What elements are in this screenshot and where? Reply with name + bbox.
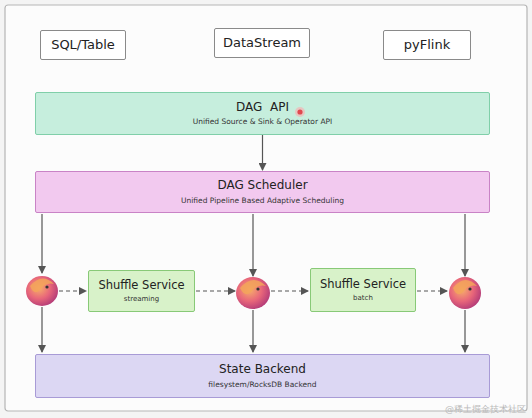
- api-box: SQL/Table: [40, 30, 126, 60]
- scheduler-to-task-arrow: [464, 214, 465, 276]
- service-box: Shuffle Service streaming: [88, 270, 195, 312]
- node-title: DAG API: [236, 101, 289, 115]
- node-subtitle: streaming: [124, 295, 159, 303]
- flow-arrow: [262, 135, 263, 170]
- shuffle-arrow: [59, 290, 86, 291]
- api-box: DataStream: [214, 28, 310, 58]
- node-title: DataStream: [223, 36, 301, 51]
- node-title: Shuffle Service: [98, 279, 184, 292]
- node-title: DAG Scheduler: [217, 179, 307, 193]
- watermark: @稀土掘金技术社区: [445, 403, 526, 416]
- layer-band: DAG SchedulerUnified Pipeline Based Adap…: [35, 171, 490, 213]
- task-to-state-arrow: [464, 310, 465, 352]
- node-title: pyFlink: [404, 38, 450, 53]
- layer-band: State Backend filesystem/RocksDB Backend: [35, 354, 490, 398]
- flink-squirrel-logo: [236, 277, 270, 309]
- cursor-dot: [295, 107, 305, 117]
- node-title: Shuffle Service: [320, 278, 406, 291]
- flink-squirrel-logo: [449, 277, 481, 309]
- layout-arrows: [42, 214, 465, 352]
- node-subtitle: batch: [353, 294, 373, 302]
- layer-band: DAG API Unified Source & Sink & Operator …: [35, 92, 490, 135]
- shuffle-arrow: [196, 290, 235, 291]
- flink-squirrel-logo: [26, 276, 58, 306]
- task-to-state-arrow: [41, 307, 42, 352]
- task-to-state-arrow: [252, 310, 253, 352]
- scheduler-to-task-arrow: [41, 214, 42, 273]
- shuffle-arrow: [417, 290, 447, 291]
- node-subtitle: Unified Source & Sink & Operator API: [193, 117, 333, 126]
- node-subtitle: Unified Pipeline Based Adaptive Scheduli…: [181, 196, 344, 205]
- service-box: Shuffle Service batch: [310, 268, 416, 312]
- node-subtitle: filesystem/RocksDB Backend: [208, 380, 316, 389]
- scheduler-to-task-arrow: [252, 214, 253, 276]
- node-title: State Backend: [219, 363, 306, 377]
- api-box: pyFlink: [383, 30, 471, 60]
- node-title: SQL/Table: [51, 38, 115, 53]
- shuffle-arrow: [271, 290, 308, 291]
- frame-border: [5, 5, 527, 411]
